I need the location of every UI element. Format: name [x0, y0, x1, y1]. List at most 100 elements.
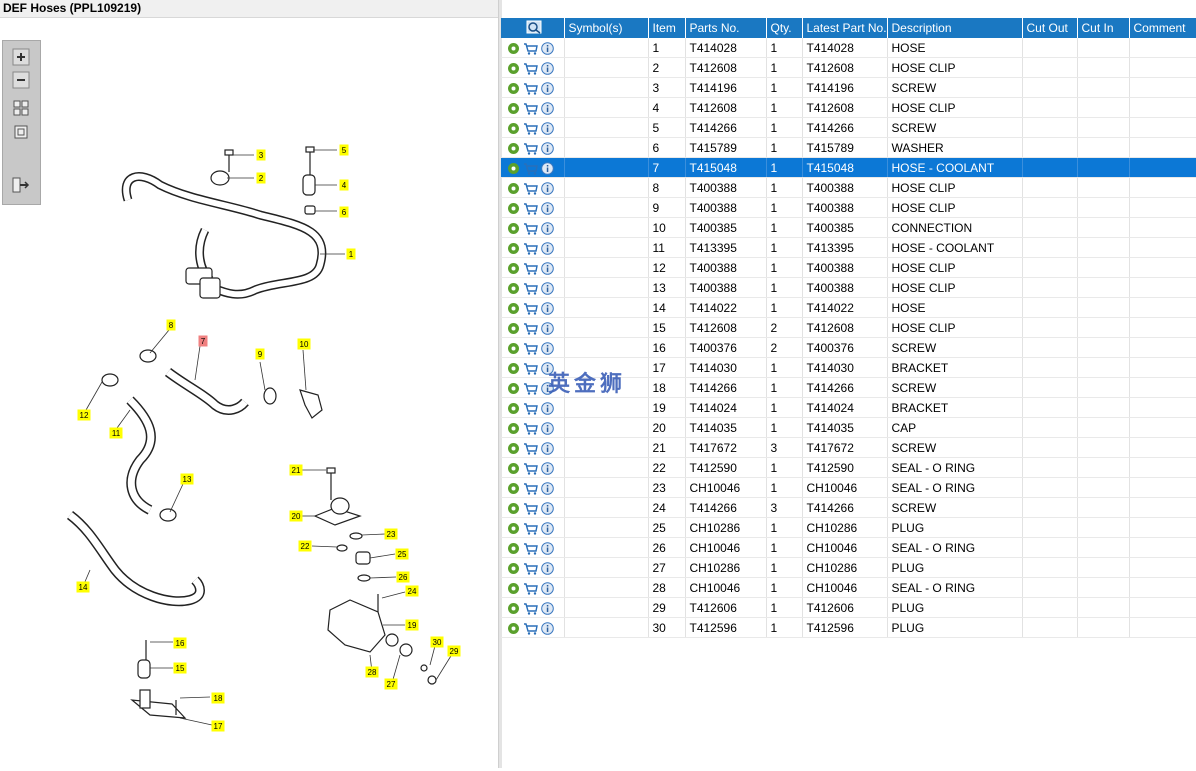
cart-icon[interactable] [523, 82, 538, 95]
info-icon[interactable] [541, 201, 554, 215]
callout-box-19[interactable] [405, 619, 419, 631]
info-icon[interactable] [541, 141, 554, 155]
info-icon[interactable] [541, 181, 554, 195]
cart-icon[interactable] [523, 482, 538, 495]
info-icon[interactable] [541, 61, 554, 75]
cart-icon[interactable] [523, 222, 538, 235]
cart-icon[interactable] [523, 462, 538, 475]
info-icon[interactable] [541, 501, 554, 515]
callout-label-2[interactable]: 2 [259, 174, 264, 183]
callout-label-25[interactable]: 25 [398, 550, 407, 559]
cart-icon[interactable] [523, 442, 538, 455]
callout-label-6[interactable]: 6 [342, 208, 347, 217]
gear-icon[interactable] [507, 462, 520, 475]
callout-box-8[interactable] [166, 319, 176, 331]
column-header-search[interactable] [501, 18, 565, 38]
callout-label-28[interactable]: 28 [368, 668, 377, 677]
callout-label-1[interactable]: 1 [349, 250, 354, 259]
cart-icon[interactable] [523, 582, 538, 595]
gear-icon[interactable] [507, 482, 520, 495]
gear-icon[interactable] [507, 562, 520, 575]
column-header-comment[interactable]: Comment [1129, 18, 1196, 38]
info-icon[interactable] [541, 161, 554, 175]
callout-box-26[interactable] [396, 571, 410, 583]
callout-label-20[interactable]: 20 [292, 512, 301, 521]
callout-box-10[interactable] [297, 338, 311, 350]
callout-box-23[interactable] [384, 528, 398, 540]
info-icon[interactable] [541, 341, 554, 355]
info-icon[interactable] [541, 581, 554, 595]
callout-box-30[interactable] [430, 636, 444, 648]
info-icon[interactable] [541, 441, 554, 455]
info-icon[interactable] [541, 521, 554, 535]
column-header-latest-part-no[interactable]: Latest Part No. [802, 18, 888, 38]
gear-icon[interactable] [507, 122, 520, 135]
callout-box-1[interactable] [346, 248, 356, 260]
info-icon[interactable] [541, 101, 554, 115]
gear-icon[interactable] [507, 622, 520, 635]
gear-icon[interactable] [507, 442, 520, 455]
zoom-out-icon[interactable] [12, 71, 30, 89]
callout-box-13[interactable] [180, 473, 194, 485]
cart-icon[interactable] [523, 162, 538, 175]
gear-icon[interactable] [507, 522, 520, 535]
callout-label-21[interactable]: 21 [292, 466, 301, 475]
cart-icon[interactable] [523, 102, 538, 115]
gear-icon[interactable] [507, 602, 520, 615]
callout-box-11[interactable] [109, 427, 123, 439]
column-header-parts-no[interactable]: Parts No. [685, 18, 767, 38]
info-icon[interactable] [541, 121, 554, 135]
gear-icon[interactable] [507, 302, 520, 315]
callout-label-10[interactable]: 10 [300, 340, 309, 349]
callout-label-8[interactable]: 8 [169, 321, 174, 330]
cart-icon[interactable] [523, 562, 538, 575]
cart-icon[interactable] [523, 322, 538, 335]
callout-box-12[interactable] [77, 409, 91, 421]
gear-icon[interactable] [507, 202, 520, 215]
gear-icon[interactable] [507, 102, 520, 115]
callout-label-4[interactable]: 4 [342, 181, 347, 190]
cart-icon[interactable] [523, 342, 538, 355]
callout-label-5[interactable]: 5 [342, 146, 347, 155]
info-icon[interactable] [541, 301, 554, 315]
gear-icon[interactable] [507, 502, 520, 515]
search-parts-icon[interactable] [526, 20, 542, 34]
gear-icon[interactable] [507, 382, 520, 395]
info-icon[interactable] [541, 221, 554, 235]
gear-icon[interactable] [507, 222, 520, 235]
column-header-description[interactable]: Description [887, 18, 1023, 38]
column-header-symbol-s[interactable]: Symbol(s) [564, 18, 649, 38]
cart-icon[interactable] [523, 602, 538, 615]
callout-label-3[interactable]: 3 [259, 151, 264, 160]
callout-box-17[interactable] [211, 720, 225, 732]
callout-label-14[interactable]: 14 [79, 583, 88, 592]
callout-label-23[interactable]: 23 [387, 530, 396, 539]
gear-icon[interactable] [507, 42, 520, 55]
zoom-in-icon[interactable] [12, 48, 30, 66]
info-icon[interactable] [541, 361, 554, 375]
callout-box-27[interactable] [384, 678, 398, 690]
gear-icon[interactable] [507, 322, 520, 335]
callout-box-21[interactable] [289, 464, 303, 476]
callout-box-18[interactable] [211, 692, 225, 704]
callout-label-18[interactable]: 18 [214, 694, 223, 703]
cart-icon[interactable] [523, 542, 538, 555]
callout-label-17[interactable]: 17 [214, 722, 223, 731]
